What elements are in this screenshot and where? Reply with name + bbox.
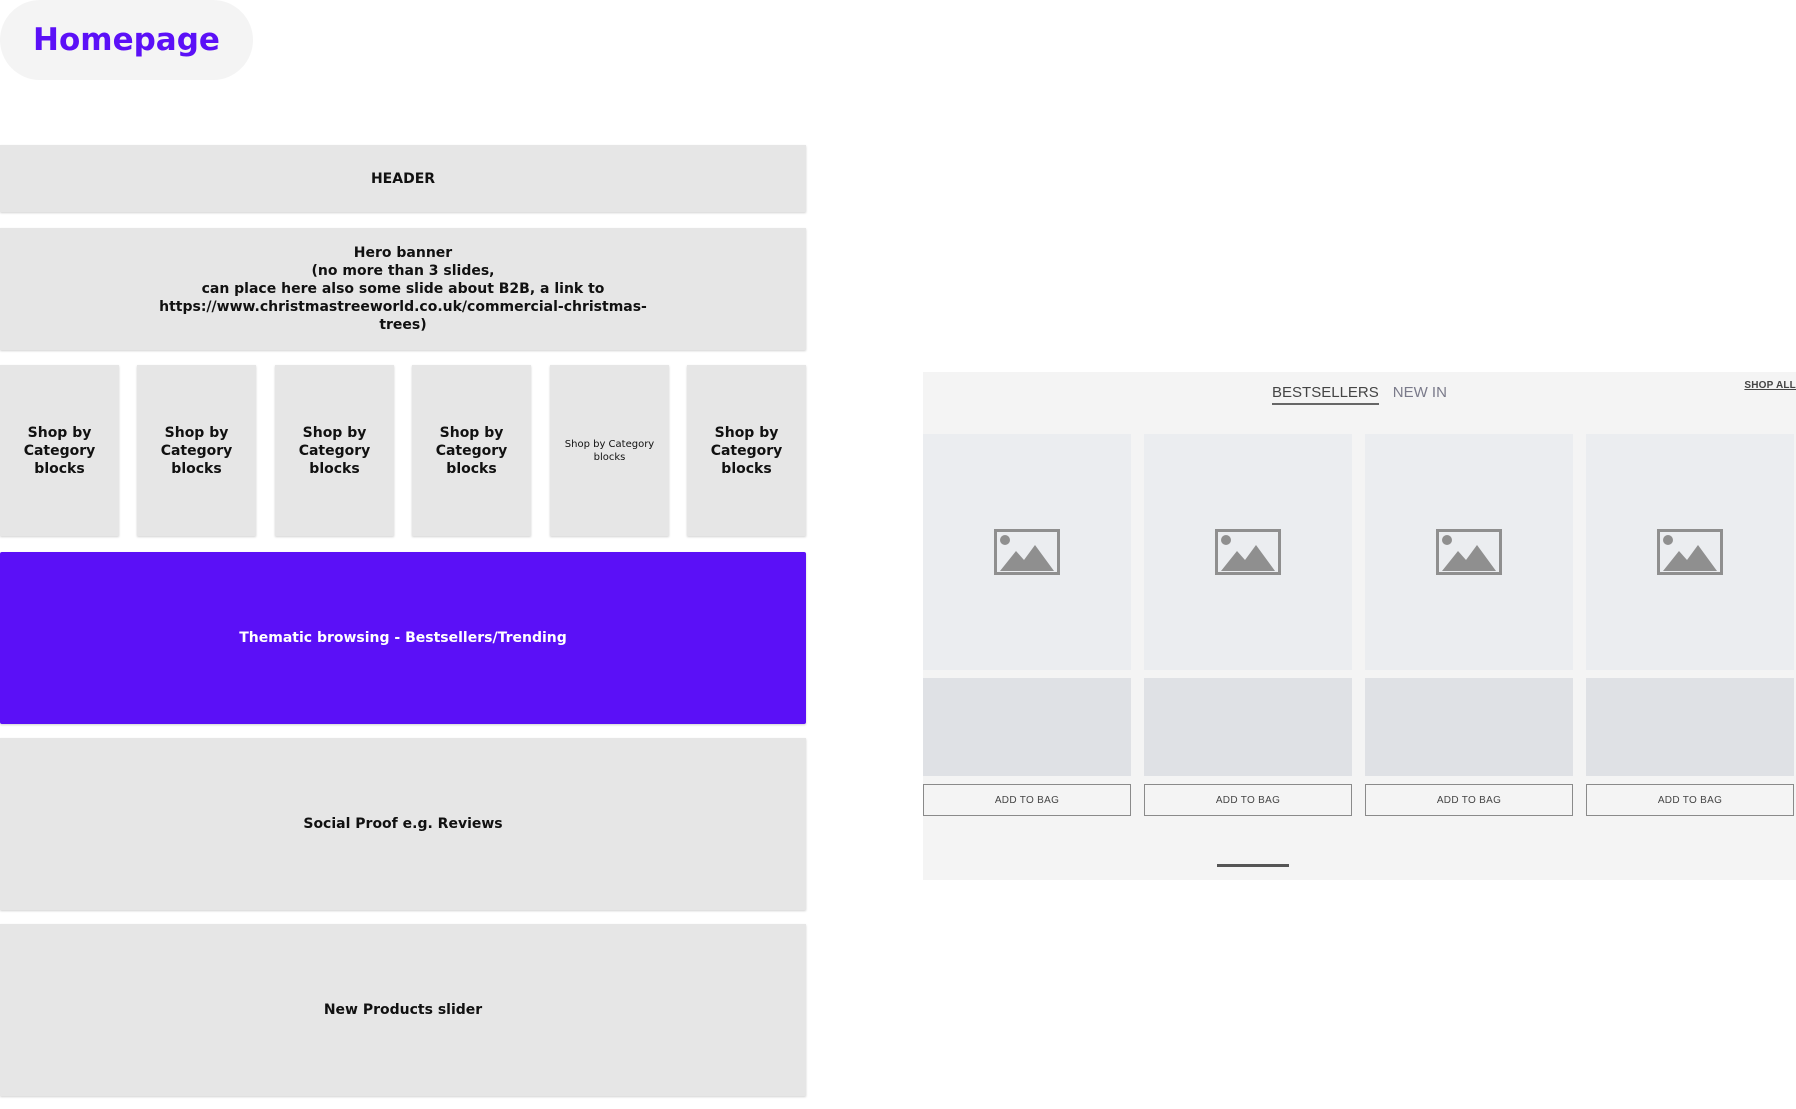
social-proof-label: Social Proof e.g. Reviews [303,816,503,832]
hero-banner-text: Hero banner (no more than 3 slides, can … [18,244,788,334]
category-block-label: Shop by Category blocks [160,424,233,477]
category-block-label: Shop by Category blocks [298,424,371,477]
category-block: Shop by Category blocks [687,365,806,536]
wireframe-social-proof-block: Social Proof e.g. Reviews [0,738,806,910]
image-placeholder-icon [994,529,1060,575]
product-card[interactable]: ADD TO BAG [1586,434,1794,816]
wireframe-thematic-block: Thematic browsing - Bestsellers/Trending [0,552,806,724]
category-block-label: Shop by Category blocks [23,424,96,477]
add-to-bag-button[interactable]: ADD TO BAG [1365,784,1573,816]
hero-line: trees) [379,317,427,333]
category-block: Shop by Category blocks [0,365,119,536]
wireframe-hero-banner-block: Hero banner (no more than 3 slides, can … [0,228,806,350]
add-to-bag-button[interactable]: ADD TO BAG [1144,784,1352,816]
product-info-placeholder [1144,678,1352,776]
category-block: Shop by Category blocks [550,365,669,536]
header-label: HEADER [370,170,436,187]
image-placeholder-icon [1657,529,1723,575]
thematic-label: Thematic browsing - Bestsellers/Trending [239,630,567,646]
image-placeholder-icon [1436,529,1502,575]
product-info-placeholder [1586,678,1794,776]
product-image[interactable] [1586,434,1794,670]
add-to-bag-button[interactable]: ADD TO BAG [1586,784,1794,816]
wireframe-header-block: HEADER [0,145,806,212]
category-block: Shop by Category blocks [137,365,256,536]
category-block: Shop by Category blocks [275,365,394,536]
hero-line: Hero banner [353,245,453,261]
tab-bestsellers[interactable]: BESTSELLERS [1272,384,1379,405]
category-block: Shop by Category blocks [412,365,531,536]
carousel-scroll-indicator[interactable] [1217,864,1289,867]
shop-all-link[interactable]: SHOP ALL [1744,380,1796,391]
page-title-pill: Homepage [0,0,253,80]
product-tabs: BESTSELLERS NEW IN [923,384,1796,405]
wireframe-new-products-block: New Products slider [0,924,806,1096]
new-products-label: New Products slider [323,1002,483,1018]
add-to-bag-button[interactable]: ADD TO BAG [923,784,1131,816]
product-image[interactable] [1144,434,1352,670]
image-placeholder-icon [1215,529,1281,575]
product-card[interactable]: ADD TO BAG [1365,434,1573,816]
tab-new-in[interactable]: NEW IN [1392,384,1447,401]
product-info-placeholder [923,678,1131,776]
product-card[interactable]: ADD TO BAG [1144,434,1352,816]
product-info-placeholder [1365,678,1573,776]
page-title: Homepage [33,22,220,58]
category-block-label: Shop by Category blocks [710,424,783,477]
product-card[interactable]: ADD TO BAG [923,434,1131,816]
product-image[interactable] [1365,434,1573,670]
category-block-label: Shop by Category blocks [435,424,508,477]
hero-line: can place here also some slide about B2B… [159,281,647,315]
product-image[interactable] [923,434,1131,670]
category-block-label: Shop by Category blocks [564,438,655,463]
hero-line: (no more than 3 slides, [311,263,495,279]
product-carousel-panel: BESTSELLERS NEW IN SHOP ALL ADD TO BAG [923,372,1796,880]
